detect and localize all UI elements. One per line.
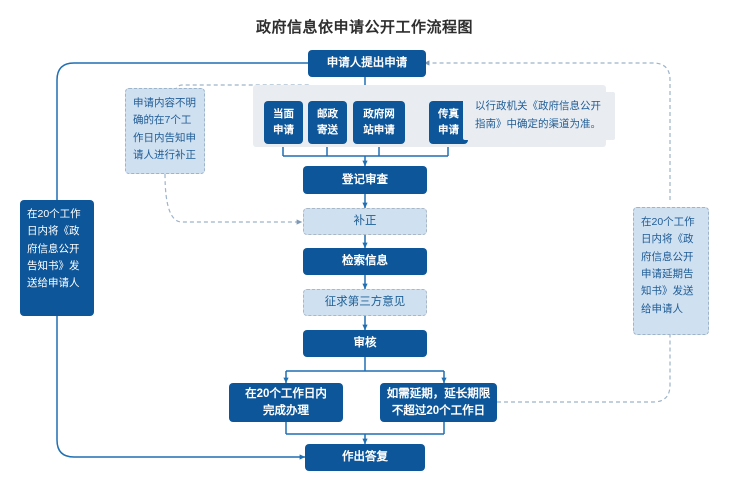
channel-chip-in-person[interactable]: 当面 申请 [264, 101, 303, 144]
page-title: 政府信息依申请公开工作流程图 [255, 19, 473, 36]
channel-chip-website[interactable]: 政府网 站申请 [353, 101, 405, 144]
node-start[interactable]: 申请人提出申请 [308, 50, 426, 77]
channel-chip-fax[interactable]: 传真 申请 [429, 101, 468, 144]
node-retrieve-info[interactable]: 检索信息 [303, 248, 427, 275]
note-left-disclosure-notice: 在20个工作日内将《政府信息公开告知书》发送给申请人 [20, 200, 94, 316]
node-issue-reply[interactable]: 作出答复 [305, 444, 425, 471]
node-extension-limit[interactable]: 如需延期，延长期限 不超过20个工作日 [380, 383, 497, 422]
channel-note: 以行政机关《政府信息公开指南》中确定的渠道为准。 [463, 92, 615, 140]
note-right-extension-notice: 在20个工作日内将《政府信息公开申请延期告知书》发送给申请人 [633, 207, 709, 335]
note-supplement-instruction: 申请内容不明确的在7个工作日内告知申请人进行补正 [125, 88, 205, 174]
node-registration-review[interactable]: 登记审查 [303, 166, 427, 194]
node-third-party-opinion[interactable]: 征求第三方意见 [303, 289, 427, 316]
channel-chip-postal[interactable]: 邮政 寄送 [308, 101, 347, 144]
node-supplement[interactable]: 补正 [303, 208, 427, 235]
node-complete-within-20-days[interactable]: 在20个工作日内 完成办理 [229, 383, 343, 422]
node-review[interactable]: 审核 [303, 330, 427, 357]
